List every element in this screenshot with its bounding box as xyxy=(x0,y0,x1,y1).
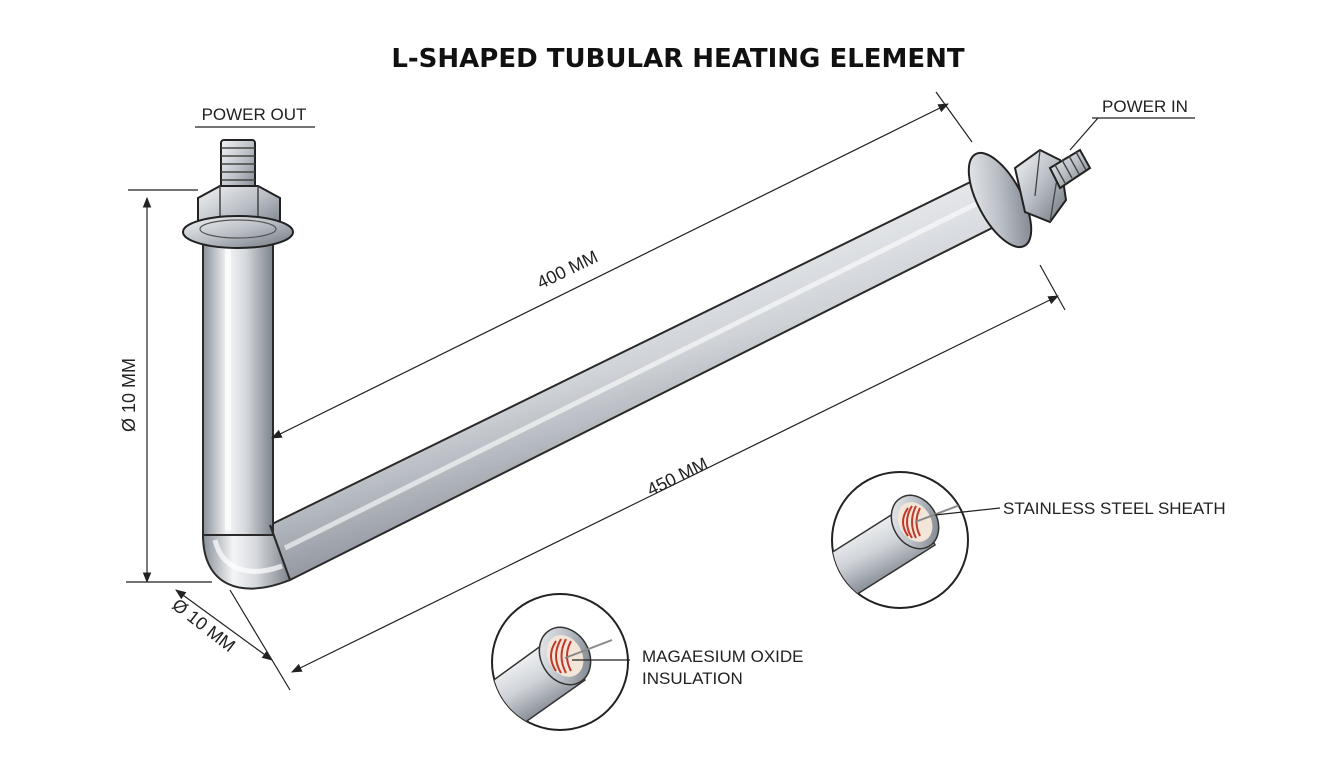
insulation-label-line2: INSULATION xyxy=(642,669,743,688)
power-in-label: POWER IN xyxy=(1102,97,1188,116)
threaded-stud-icon xyxy=(1048,148,1092,190)
dimension-lines xyxy=(126,91,1195,691)
sheath-detail-callout xyxy=(831,471,1001,609)
length-450-label: 450 MM xyxy=(644,453,711,499)
power-out-fitting xyxy=(182,139,294,249)
coil-icon xyxy=(550,638,572,674)
insulation-detail-callout xyxy=(491,593,630,731)
sheath-label: STAINLESS STEEL SHEATH xyxy=(1003,499,1226,518)
insulation-label-line1: MAGAESIUM OXIDE xyxy=(642,647,804,666)
power-out-label: POWER OUT xyxy=(202,105,307,124)
power-in-fitting xyxy=(967,148,1092,249)
length-400-label: 400 MM xyxy=(534,246,601,292)
diagram-title: L-SHAPED TUBULAR HEATING ELEMENT xyxy=(391,44,965,74)
washer-icon xyxy=(182,215,294,249)
diameter-bottom-label: Ø 10 MM xyxy=(168,595,239,656)
diameter-vertical-label: Ø 10 MM xyxy=(119,358,139,432)
